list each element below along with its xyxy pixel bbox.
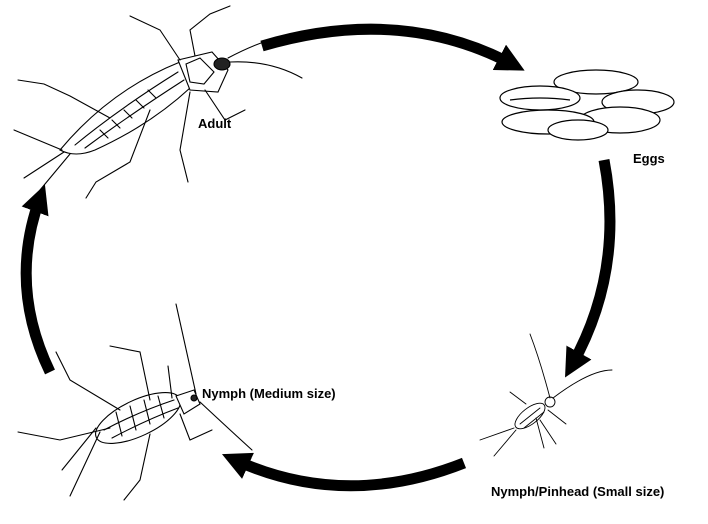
- label-nymph-small: Nymph/Pinhead (Small size): [491, 484, 664, 499]
- eggs-illustration: [500, 70, 674, 140]
- adult-cricket-illustration: [14, 6, 302, 198]
- arrow-eggs-to-nymph-small: [572, 160, 610, 365]
- arrow-nymph-small-to-nymph-medium: [235, 460, 464, 486]
- label-eggs: Eggs: [633, 151, 665, 166]
- medium-nymph-illustration: [18, 304, 252, 500]
- arrow-adult-to-eggs: [262, 29, 512, 64]
- arrow-nymph-medium-to-adult: [26, 198, 50, 372]
- label-adult: Adult: [198, 116, 231, 131]
- label-nymph-medium: Nymph (Medium size): [202, 386, 336, 401]
- small-nymph-illustration: [480, 334, 612, 456]
